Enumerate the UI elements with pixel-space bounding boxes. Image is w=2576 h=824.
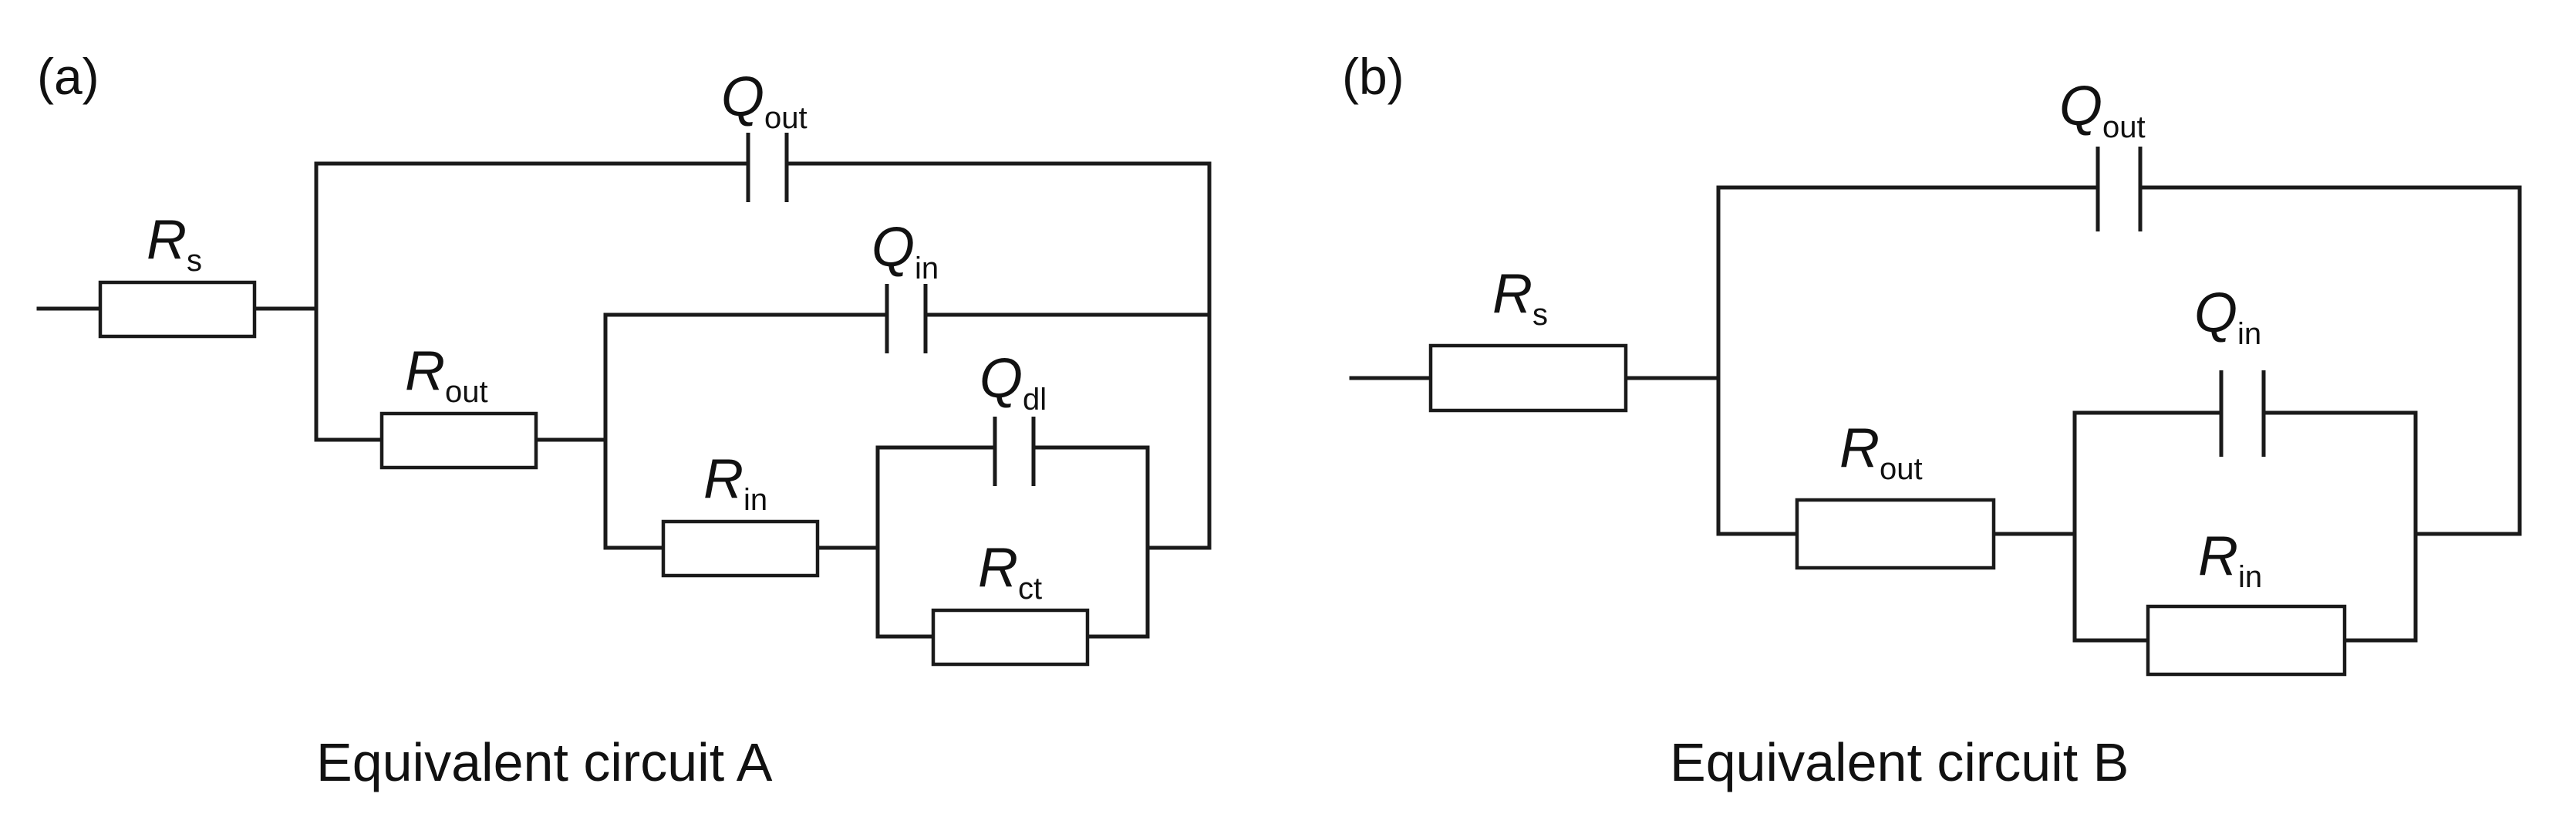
circuit-a: (a) Rs Qout: [36, 48, 1212, 792]
circuit-a-qdl-capacitor: [993, 417, 1036, 486]
circuit-b-qin-capacitor: [2219, 370, 2266, 457]
circuit-b-rs-resistor: [1428, 343, 1628, 413]
circuit-a-rin-resistor: [661, 519, 820, 578]
circuit-a-caption: Equivalent circuit A: [316, 732, 773, 792]
circuit-a-qin-capacitor: [885, 284, 928, 353]
circuit-b-wire-qout-branch: [1716, 185, 2522, 536]
circuit-a-rs-resistor: [98, 280, 257, 339]
circuit-a-rout-resistor: [379, 411, 538, 470]
circuit-b-qin-label: Qin: [2194, 282, 2261, 351]
circuit-b-rout-label: Rout: [1839, 417, 1923, 486]
circuit-a-wire-qdl-branch: [875, 445, 1150, 639]
circuit-b-rout-resistor: [1795, 498, 1996, 570]
circuit-a-rout-label: Rout: [405, 340, 488, 409]
circuit-a-qin-label: Qin: [872, 217, 939, 285]
circuit-b-wire-qin-branch: [2072, 410, 2418, 643]
circuit-a-qout-capacitor: [746, 133, 789, 202]
circuit-a-rin-label: Rin: [703, 448, 767, 517]
circuit-b-qout-capacitor: [2096, 147, 2143, 231]
circuit-b-rs-label: Rs: [1492, 263, 1548, 332]
circuit-b-rin-resistor: [2146, 604, 2347, 677]
circuit-a-rs-label: Rs: [147, 209, 202, 278]
panel-b-tag: (b): [1342, 48, 1404, 105]
circuit-b-caption: Equivalent circuit B: [1670, 732, 2129, 792]
circuit-a-rct-resistor: [931, 608, 1090, 667]
circuit-b-qout-label: Qout: [2059, 76, 2146, 144]
circuit-b: (b) Rs Qout Qin Rout Rin Equivalent circ…: [1342, 48, 2522, 792]
circuit-b-rin-label: Rin: [2198, 525, 2262, 594]
panel-a-tag: (a): [37, 48, 99, 105]
circuit-a-qout-label: Qout: [721, 66, 808, 135]
circuit-a-wire-qout-branch: [314, 161, 1212, 550]
circuit-a-rct-label: Rct: [978, 537, 1042, 606]
circuit-a-qdl-label: Qdl: [979, 348, 1047, 417]
